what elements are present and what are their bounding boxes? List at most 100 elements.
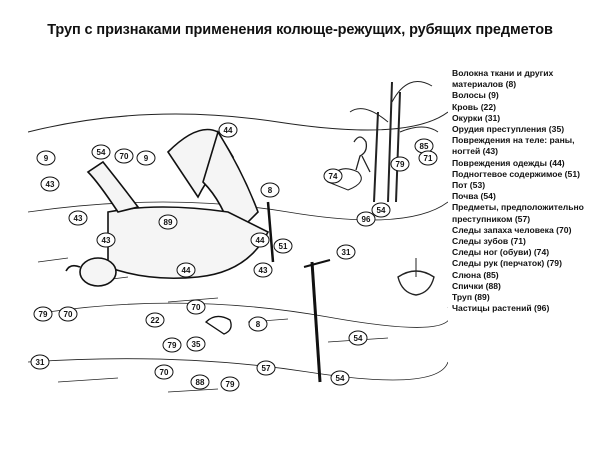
callout-number: 74: [329, 172, 338, 181]
callout-70: 70: [186, 299, 206, 315]
callout-54: 54: [91, 144, 111, 160]
callout-bubble: [91, 144, 111, 160]
callout-number: 44: [256, 236, 265, 245]
callout-54: 54: [330, 370, 350, 386]
callout-number: 43: [259, 266, 268, 275]
callout-bubble: [336, 244, 356, 260]
callout-bubble: [30, 354, 50, 370]
callout-number: 57: [262, 364, 271, 373]
callout-bubble: [114, 148, 134, 164]
callout-bubble: [186, 299, 206, 315]
callout-number: 31: [342, 248, 351, 257]
legend-item: Волокна ткани и других материалов (8): [452, 68, 554, 90]
callout-bubble: [330, 370, 350, 386]
callout-bubble: [371, 202, 391, 218]
callout-31: 31: [336, 244, 356, 260]
victim-body: [65, 128, 270, 287]
diagram-title: Труп с признаками применения колюще-режу…: [47, 22, 553, 38]
legend-item: Пот (53): [452, 180, 486, 191]
callout-44: 44: [218, 122, 238, 138]
callout-bubble: [36, 150, 56, 166]
callout-number: 54: [377, 206, 386, 215]
callout-8: 8: [260, 182, 280, 198]
callout-bubble: [154, 364, 174, 380]
callout-bubble: [218, 122, 238, 138]
callout-bubble: [248, 316, 268, 332]
callout-51: 51: [273, 238, 293, 254]
callout-74: 74: [323, 168, 343, 184]
callout-57: 57: [256, 360, 276, 376]
callout-number: 43: [74, 214, 83, 223]
callout-bubble: [58, 306, 78, 322]
callout-bubble: [348, 330, 368, 346]
legend-item: Следы зубов (71): [452, 236, 526, 247]
callout-number: 89: [164, 218, 173, 227]
callout-44: 44: [250, 232, 270, 248]
legend-item: Окурки (31): [452, 112, 501, 123]
callout-79: 79: [220, 376, 240, 392]
legend-item: Почва (54): [452, 191, 496, 202]
callout-number: 70: [64, 310, 73, 319]
callout-9: 9: [36, 150, 56, 166]
callout-number: 85: [420, 142, 429, 151]
callout-89: 89: [158, 214, 178, 230]
callout-79: 79: [33, 306, 53, 322]
callout-number: 8: [268, 186, 273, 195]
callout-79: 79: [390, 156, 410, 172]
legend-item: Волосы (9): [452, 90, 499, 101]
callout-43: 43: [253, 262, 273, 278]
callout-number: 43: [46, 180, 55, 189]
legend-item: Труп (89): [452, 292, 490, 303]
callout-number: 96: [362, 215, 371, 224]
legend-item: Повреждения одежды (44): [452, 157, 565, 168]
callout-bubble: [418, 150, 438, 166]
callout-22: 22: [145, 312, 165, 328]
callout-number: 43: [102, 236, 111, 245]
callout-number: 79: [226, 380, 235, 389]
callout-bubble: [68, 210, 88, 226]
callout-bubble: [256, 360, 276, 376]
callout-number: 9: [144, 154, 149, 163]
legend-item: Повреждения на теле: раны, ногтей (43): [452, 135, 575, 157]
callout-bubble: [96, 232, 116, 248]
callout-44: 44: [176, 262, 196, 278]
callout-8: 8: [248, 316, 268, 332]
callout-bubble: [273, 238, 293, 254]
callout-9: 9: [136, 150, 156, 166]
callout-number: 79: [39, 310, 48, 319]
legend-item: Слюна (85): [452, 269, 499, 280]
callout-bubble: [136, 150, 156, 166]
callout-bubble: [190, 374, 210, 390]
callout-number: 8: [256, 320, 261, 329]
callout-number: 35: [192, 340, 201, 349]
callout-bubble: [186, 336, 206, 352]
callout-number: 44: [224, 126, 233, 135]
callout-70: 70: [154, 364, 174, 380]
callout-bubble: [145, 312, 165, 328]
callout-bubble: [162, 337, 182, 353]
legend-item: Кровь (22): [452, 101, 496, 112]
legend-item: Следы рук (перчаток) (79): [452, 258, 562, 269]
callout-number: 54: [336, 374, 345, 383]
callout-number: 54: [97, 148, 106, 157]
callout-bubble: [390, 156, 410, 172]
callout-number: 9: [44, 154, 49, 163]
callout-number: 54: [354, 334, 363, 343]
callout-number: 22: [151, 316, 160, 325]
callout-bubble: [323, 168, 343, 184]
callout-88: 88: [190, 374, 210, 390]
callout-bubble: [33, 306, 53, 322]
callout-43: 43: [96, 232, 116, 248]
callout-bubble: [40, 176, 60, 192]
legend-item: Следы запаха человека (70): [452, 224, 572, 235]
callout-54: 54: [348, 330, 368, 346]
weapon: [204, 201, 331, 383]
legend-item: Подногтевое содержимое (51): [452, 168, 580, 179]
callout-bubble: [356, 211, 376, 227]
legend-item: Следы ног (обуви) (74): [452, 247, 550, 258]
callout-43: 43: [40, 176, 60, 192]
callout-bubble: [176, 262, 196, 278]
legend-item: Спички (88): [452, 280, 501, 291]
